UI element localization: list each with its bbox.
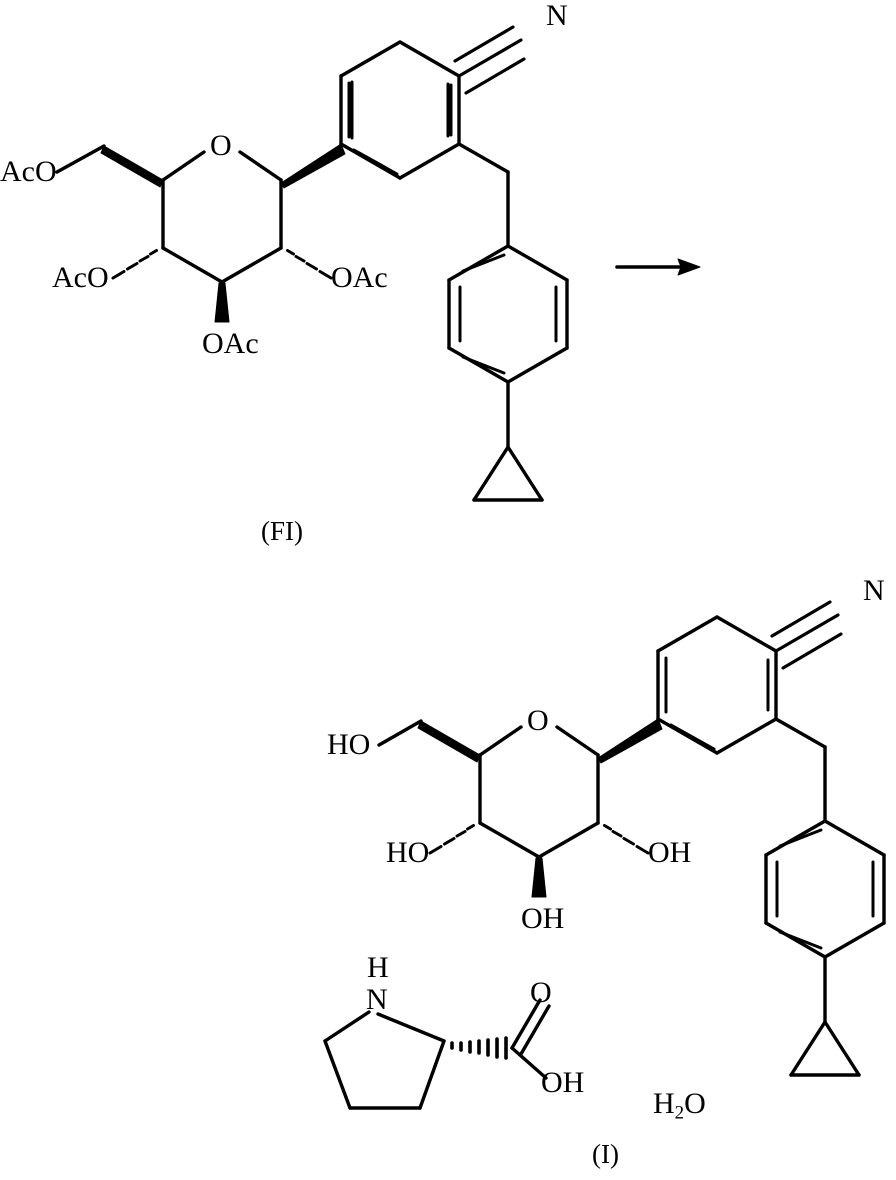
fi-anomeric-wedge-bond [280,143,346,189]
water-h-label: H [653,1087,675,1120]
fi-pyranose-ring [161,150,283,284]
fi-benzonitrile-ring [339,40,461,180]
water-of-hydration-label: H2O [653,1087,706,1124]
fi-nitrile-triple-bond [453,25,526,95]
i-c4-hash-bond [428,824,475,855]
fi-benzyl-linker [457,142,510,248]
proline-carboxyl-group [510,998,551,1080]
fi-acetoxy-label-c4: AcO [52,261,109,294]
proline-amine-hydrogen-label: H [367,951,389,984]
fi-acetoxy-label-c3: OAc [202,327,259,360]
fi-cyclopropylphenyl-inner-bonds [458,253,558,375]
compound-i-tag: (I) [592,1139,619,1169]
reaction-arrow-graphic [615,258,701,276]
fi-c6-to-oac-bond [55,144,106,174]
i-hydroxyl-label-c2: OH [648,836,692,869]
i-pyran-ring-oxygen-label: O [527,704,549,737]
i-c6-wedge-bond [417,720,481,763]
proline-nitrogen-label: N [366,983,388,1016]
i-hydroxyl-label-c4: HO [386,836,430,869]
fi-acetoxy-label-c6: AcO [0,155,57,188]
fi-c3-wedge-bond [214,282,230,323]
proline-pyrrolidine-ring [323,1010,446,1110]
proline-carbonyl-oxygen-label: O [530,976,552,1009]
i-hydroxyl-label-c6: HO [327,728,371,761]
i-hydroxyl-label-c3: OH [521,902,565,935]
proline-carboxyl-hydroxyl-label: OH [541,1066,585,1099]
i-c3-wedge-bond [531,857,547,898]
i-benzyl-linker [774,717,827,823]
i-anomeric-wedge-bond [597,718,663,764]
fi-benzonitrile-ring-inner-bonds [347,81,453,176]
i-c6-to-oh-bond [377,719,423,747]
i-benzonitrile-inner-bonds [664,656,770,751]
proline-stereo-hash-bond [450,1036,508,1060]
i-nitrile-nitrogen-label: N [863,574,885,607]
fi-pyran-ring-oxygen-label: O [210,129,232,162]
water-subscript-2: 2 [674,1102,685,1124]
fi-cyclopropyl-group [472,380,544,502]
fi-c4-hash-bond [111,249,158,280]
i-c2-hash-bond [603,824,650,855]
fi-c2-hash-bond [286,249,333,280]
i-pyranose-ring [478,725,600,859]
i-cyclopropylphenyl-inner-bonds [775,828,875,950]
water-o-label: O [684,1087,706,1120]
i-benzonitrile-ring [656,615,778,755]
compound-fi-tag: (FI) [261,516,303,546]
fi-c6-wedge-bond [100,145,164,188]
fi-cyclopropylphenyl-ring [447,244,569,384]
fi-acetoxy-label-c2: OAc [331,261,388,294]
fi-nitrile-nitrogen-label: N [546,0,568,32]
i-cyclopropyl-group [789,955,861,1077]
i-cyclopropylphenyl-ring [764,819,886,959]
i-nitrile-triple-bond [770,600,843,670]
